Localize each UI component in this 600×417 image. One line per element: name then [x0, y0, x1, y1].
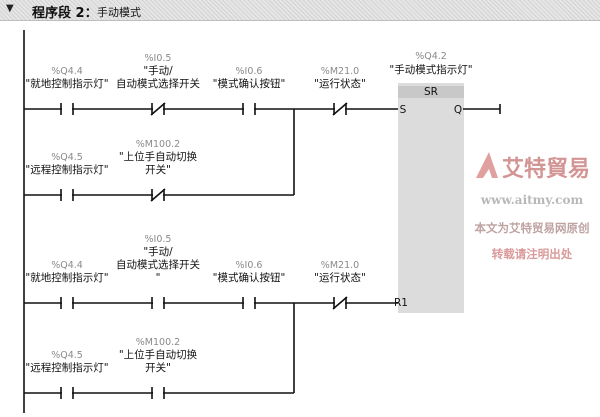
triangle-down-icon[interactable]: ▼: [6, 3, 14, 14]
watermark-line1: 本文为艾特贸易网原创: [475, 221, 590, 235]
contact-M1002[interactable]: [150, 188, 166, 202]
contact-1-name: 自动模式选择开关: [116, 77, 200, 90]
contact-M210[interactable]: [332, 296, 348, 310]
contact-3-address: %M21.0: [321, 260, 359, 271]
contact-gap: [244, 102, 254, 116]
sr-output-pin: Q: [454, 104, 462, 116]
contact-Q44[interactable]: [60, 297, 74, 309]
contact-3-name: "运行状态": [314, 77, 366, 90]
contact-I05[interactable]: [150, 102, 166, 116]
contact-Q44[interactable]: [60, 103, 74, 115]
branch-contact-1-name: "上位手自动切换: [119, 150, 198, 163]
contact-nc-slash: [150, 188, 166, 202]
branch-contact-1-address: %M100.2: [136, 139, 180, 150]
network-header: ▼ 程序段 2： 手动模式: [0, 0, 600, 21]
sr-type-label: SR: [424, 86, 438, 98]
contact-0-address: %Q4.4: [51, 66, 83, 77]
network-comment[interactable]: 手动模式: [97, 6, 141, 19]
contact-3-address: %M21.0: [321, 66, 359, 77]
watermark-url: www.aitmy.com: [480, 193, 584, 207]
branch-contact-1-name: 开关": [145, 361, 171, 374]
contact-nc-slash: [332, 102, 348, 116]
branch-contact-1-name: "上位手自动切换: [119, 348, 198, 361]
contact-0-name: "就地控制指示灯": [25, 77, 108, 90]
contact-0-name: "就地控制指示灯": [25, 271, 108, 284]
contact-2-address: %I0.6: [236, 66, 263, 77]
contact-2-name: "模式确认按钮": [213, 77, 286, 90]
contact-gap: [62, 102, 72, 116]
sr-set-pin: S: [400, 104, 407, 116]
branch-contact-1-name: 开关": [145, 163, 171, 176]
contact-1-name: ": [156, 272, 161, 284]
contact-nc-slash: [332, 296, 348, 310]
network-title: 程序段 2：: [32, 6, 98, 21]
contact-gap: [244, 296, 254, 310]
contact-gap: [62, 188, 72, 202]
contact-I05[interactable]: [151, 297, 165, 309]
sr-header: [398, 86, 464, 98]
contact-I06[interactable]: [242, 297, 256, 309]
watermark-line2: 转载请注明出处: [492, 247, 573, 261]
branch-contact-0-name: "远程控制指示灯": [25, 163, 108, 176]
contact-1-name: 自动模式选择开关: [116, 258, 200, 271]
watermark-logo-icon: [476, 152, 498, 178]
contact-I06[interactable]: [242, 103, 256, 115]
coil-address: %Q4.2: [415, 51, 447, 62]
branch-contact-1-address: %M100.2: [136, 337, 180, 348]
contact-1-name: "手动/: [143, 64, 173, 77]
contact-3-name: "运行状态": [314, 271, 366, 284]
contact-gap: [62, 296, 72, 310]
branch-contact-0-address: %Q4.5: [51, 152, 83, 163]
contact-1-name: "手动/: [143, 245, 173, 258]
branch-contact-0-name: "远程控制指示灯": [25, 361, 108, 374]
sr-reset-pin: R1: [394, 297, 408, 309]
contact-0-address: %Q4.4: [51, 260, 83, 271]
contact-Q45[interactable]: [60, 189, 74, 201]
contact-2-address: %I0.6: [236, 260, 263, 271]
branch-contact-0-address: %Q4.5: [51, 350, 83, 361]
contact-gap: [153, 296, 163, 310]
sr-block[interactable]: [398, 83, 464, 313]
contact-M1002[interactable]: [151, 387, 165, 399]
coil-name: "手动模式指示灯": [389, 63, 472, 76]
contact-gap: [153, 386, 163, 400]
contact-1-address: %I0.5: [145, 234, 172, 245]
contact-M210[interactable]: [332, 102, 348, 116]
contact-nc-slash: [150, 102, 166, 116]
contact-Q45[interactable]: [60, 387, 74, 399]
watermark-logo: 艾特貿易: [502, 156, 590, 182]
contact-gap: [62, 386, 72, 400]
contact-1-address: %I0.5: [145, 53, 172, 64]
contact-2-name: "模式确认按钮": [213, 271, 286, 284]
